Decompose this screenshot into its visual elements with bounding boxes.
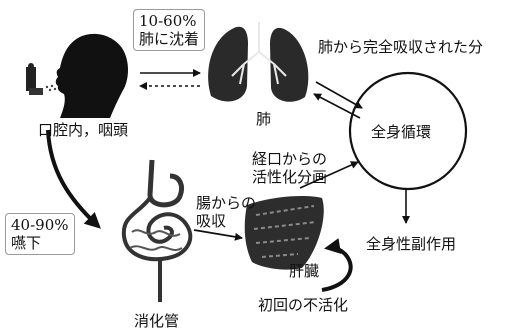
lung-to-circulation-arrow xyxy=(316,82,362,108)
lung-deposition-box: 10-60% 肺に沈着 xyxy=(133,9,205,51)
swallow-arrow xyxy=(48,130,98,226)
liver-icon xyxy=(245,196,324,270)
full-absorption-label: 肺から完全吸収された分 xyxy=(318,38,483,56)
oral-active-fraction-label: 経口からの 活性化分画 xyxy=(252,150,327,186)
lung-label: 肺 xyxy=(256,110,271,128)
liver-label: 肝臓 xyxy=(289,262,319,280)
gut-absorption-label: 腸からの 吸収 xyxy=(196,194,256,230)
first-pass-inactivation-label: 初回の不活化 xyxy=(258,296,348,314)
inhaler-icon xyxy=(26,63,56,95)
systemic-side-effects-label: 全身性副作用 xyxy=(366,235,456,253)
swallowed-text: 嚥下 xyxy=(11,234,69,252)
lung-deposition-text: 肺に沈着 xyxy=(139,30,199,48)
head-silhouette-icon xyxy=(56,34,128,118)
lung-deposition-percent: 10-60% xyxy=(139,12,199,30)
gut-to-liver-arrow xyxy=(194,230,242,238)
digestive-tract-icon xyxy=(124,160,190,302)
lungs-icon xyxy=(208,22,308,102)
swallowed-box: 40-90% 嚥下 xyxy=(5,213,75,255)
mouth-pharynx-label: 口腔内，咽頭 xyxy=(38,121,128,139)
gi-tract-label: 消化管 xyxy=(134,312,179,330)
swallowed-percent: 40-90% xyxy=(11,216,69,234)
systemic-circulation-label: 全身循環 xyxy=(371,123,431,141)
first-pass-curved-arrow xyxy=(322,248,351,290)
circulation-to-lung-arrow xyxy=(314,94,360,118)
